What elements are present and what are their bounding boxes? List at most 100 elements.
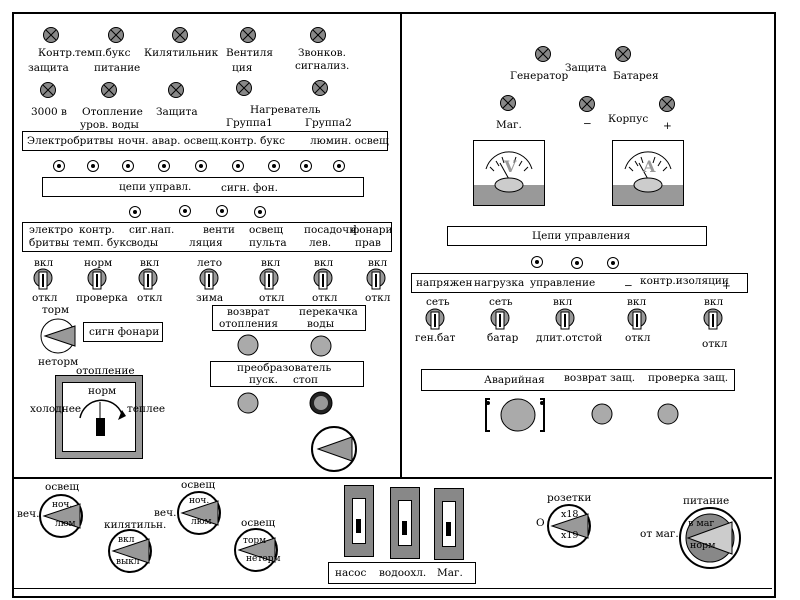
indicator-12 — [216, 205, 228, 217]
rot4-nobrake: неторм — [246, 554, 281, 564]
sockets-rotary[interactable] — [546, 503, 592, 549]
power-rotary[interactable] — [678, 506, 742, 570]
lamp-bell-signal — [310, 27, 326, 43]
toggle-long-standby[interactable] — [555, 308, 575, 332]
rot1-evening: веч. — [17, 508, 40, 520]
check-protection-button[interactable] — [657, 403, 679, 425]
rot1-lum: люм — [55, 519, 76, 529]
rtog3-bottom: длит.отстой — [536, 332, 603, 344]
toggle-right-5[interactable] — [703, 308, 723, 332]
lamp-generator — [535, 46, 551, 62]
toggle-lights-right[interactable] — [366, 268, 386, 292]
toggle-landing-left[interactable] — [313, 268, 333, 292]
rtog5-top: вкл — [704, 296, 724, 308]
toggle-network-genbat[interactable] — [425, 308, 445, 332]
rot2-off: выкл — [116, 557, 140, 567]
indicator-5 — [195, 160, 207, 172]
power-norm: норм — [690, 540, 716, 551]
bar2-signal-background: сигн. фон. — [221, 182, 278, 194]
lamp-legend-bar-1: Электробритвы ночн. авар. освещ. контр. … — [22, 131, 389, 151]
return-label-1: возврат — [227, 306, 270, 318]
rtog1-bottom: ген.бат — [415, 332, 456, 344]
label-mag: Маг. — [496, 119, 522, 131]
label-axle-temp: темп.букс — [75, 47, 131, 59]
toggle-summer-winter[interactable] — [199, 268, 219, 292]
indicator-2 — [87, 160, 99, 172]
return-heating-button[interactable] — [237, 334, 259, 356]
lighting-rotary-mid[interactable] — [176, 490, 222, 536]
reset-protection-label: возврат защ. — [564, 372, 636, 384]
return-pump-box: возврат отопления перекачка воды — [212, 305, 366, 331]
label-heating: Отопление — [82, 106, 143, 118]
label-ventilation-1: Вентиля — [226, 47, 274, 59]
outer-frame — [12, 12, 776, 598]
lighting-rotary-left[interactable] — [38, 493, 84, 539]
toggle-console-light[interactable] — [259, 268, 279, 292]
switch-mag[interactable] — [434, 488, 464, 560]
indicator-1 — [53, 160, 65, 172]
converter-box: преобразователь пуск. стоп — [210, 361, 364, 387]
toggle-shavers[interactable] — [33, 268, 53, 292]
emergency-button-guard — [482, 397, 548, 433]
label-protection-right: Защита — [565, 62, 607, 74]
converter-start-button[interactable] — [237, 392, 259, 414]
lamp-battery — [615, 46, 631, 62]
heating-norm: норм — [88, 385, 117, 397]
label-water-level: уров. воды — [80, 119, 139, 131]
boiler-rotary[interactable] — [107, 528, 153, 574]
toggle-network-battery[interactable] — [490, 308, 510, 332]
switch-pump[interactable] — [344, 485, 374, 557]
rot2-title: килятильн. — [104, 519, 167, 531]
right-indicator-3 — [607, 257, 619, 269]
toggle-axle-check[interactable] — [87, 268, 107, 292]
control-circuits-label: Цепи управления — [532, 230, 631, 242]
indicator-4 — [158, 160, 170, 172]
bar-control: управление — [530, 277, 596, 289]
rtog5-bottom: откл — [702, 338, 728, 350]
right-indicator-2 — [571, 257, 583, 269]
rtog4-top: вкл — [627, 296, 647, 308]
emergency-box: Аварийная возврат защ. проверка защ. — [421, 369, 735, 391]
rot2-on: вкл — [118, 535, 135, 545]
brake-lighting-rotary[interactable] — [233, 527, 279, 573]
tog5-top: вкл — [261, 257, 281, 269]
lamp-3000v — [40, 82, 56, 98]
heating-dial-box[interactable] — [55, 375, 143, 459]
emergency-button[interactable] — [500, 398, 536, 432]
bar3-axle-2: темп. букс — [73, 237, 132, 249]
lamp-plus — [659, 96, 675, 112]
rtog4-bottom: откл — [625, 332, 651, 344]
converter-rotary-switch[interactable] — [310, 425, 358, 473]
check-protection-label: проверка защ. — [648, 372, 729, 384]
indicator-11 — [179, 205, 191, 217]
power-from-mag: от маг. — [640, 528, 679, 540]
label-plus: + — [663, 120, 672, 132]
label-group1: Группа1 — [226, 117, 273, 129]
label-protection-2: Защита — [156, 106, 198, 118]
tog4-top: лето — [197, 257, 223, 269]
tog7-top: вкл — [368, 257, 388, 269]
switch-water-cooling[interactable] — [390, 487, 420, 559]
label-bell-1: Звонков. — [298, 47, 346, 59]
emergency-label: Аварийная — [484, 374, 545, 386]
bar3-console-1: освещ — [249, 224, 284, 236]
pump-water-button[interactable] — [310, 335, 332, 357]
lamp-boiler — [172, 27, 188, 43]
control-circuits-box: Цепи управления — [447, 226, 707, 246]
converter-title: преобразователь — [237, 362, 332, 374]
bar3-water-2: воды — [131, 237, 159, 249]
label-generator: Генератор — [510, 70, 569, 82]
power-title: питание — [683, 495, 730, 507]
bar3-landing-2: лев. — [309, 237, 332, 249]
converter-stop-button[interactable] — [309, 391, 333, 415]
lamp-ventilation — [240, 27, 256, 43]
toggle-right-4[interactable] — [627, 308, 647, 332]
reset-protection-button[interactable] — [591, 403, 613, 425]
lamp-protection — [168, 82, 184, 98]
label-boiler: Килятильник — [144, 47, 219, 59]
toggle-water-signal[interactable] — [138, 268, 158, 292]
tog6-top: вкл — [314, 257, 334, 269]
brake-lever[interactable] — [40, 317, 80, 355]
sockets-x18: x18 — [561, 509, 579, 520]
bar-insulation: контр.изоляции — [640, 275, 729, 287]
